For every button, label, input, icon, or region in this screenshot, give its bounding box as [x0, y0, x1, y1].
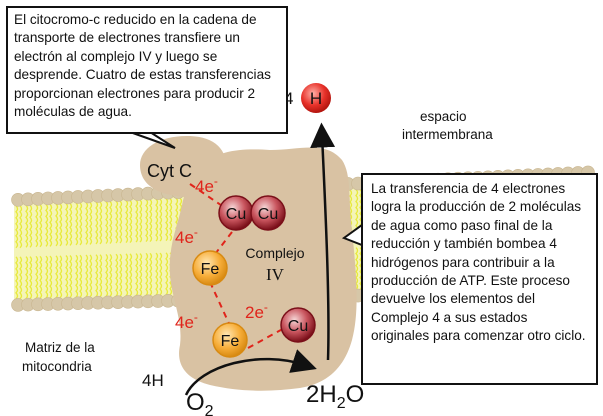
intermembrane-label: espacio	[420, 109, 467, 124]
lipid-tail	[45, 203, 49, 247]
lipid-tail	[45, 255, 49, 299]
lipid-tail	[49, 203, 53, 247]
lipid-tail	[155, 252, 159, 296]
lipid-tail	[59, 203, 63, 247]
lipid-tail	[145, 199, 149, 243]
lipid-tail	[89, 254, 93, 298]
lipid-tail	[355, 247, 359, 291]
lipid-tail	[29, 204, 33, 248]
electron-label: 4e-	[175, 225, 198, 247]
hydrogen-sphere	[301, 83, 331, 113]
lipid-tail	[355, 189, 359, 232]
lipid-tail	[55, 203, 59, 247]
svg-text:Cu: Cu	[288, 318, 308, 335]
lipid-tail	[85, 254, 89, 298]
lipid-tail	[169, 198, 173, 242]
lipid-tail	[139, 253, 143, 297]
lipid-tail	[139, 199, 143, 243]
lipid-tail	[69, 255, 73, 298]
lipid-tail	[85, 201, 89, 245]
lipid-tail	[75, 202, 79, 246]
lipid-tail	[129, 200, 133, 243]
lipid-tail	[125, 200, 129, 243]
lipid-tail	[165, 252, 169, 296]
lipid-tail	[25, 256, 29, 300]
lipid-tail	[109, 253, 113, 297]
lipid-tail	[119, 253, 123, 297]
lipid-tail	[55, 255, 59, 299]
lipid-tail	[25, 204, 29, 248]
oxygen-formula: O2	[186, 389, 214, 416]
cytochrome-c	[140, 135, 227, 198]
hydrogen-symbol: H	[310, 89, 322, 108]
lipid-tail	[115, 200, 119, 244]
lipid-tail	[159, 252, 163, 296]
svg-text:Fe: Fe	[221, 333, 240, 350]
lipid-tail	[95, 201, 99, 245]
hydrogen-count: 4	[284, 89, 293, 108]
lipid-tail	[135, 253, 139, 297]
copper-center-a: Cu	[218, 195, 254, 231]
lipid-tail	[145, 252, 149, 296]
cytc-label: Cyt C	[147, 161, 192, 181]
lipid-tail	[39, 255, 43, 299]
lipid-tail	[15, 256, 19, 300]
lipid-tail	[99, 254, 103, 298]
lipid-tail	[149, 252, 153, 296]
input-hydrogens: 4H	[142, 371, 164, 390]
lipid-tail	[75, 254, 79, 298]
matrix-label: mitocondria	[22, 359, 92, 374]
complex-label-line2: IV	[266, 265, 285, 284]
iron-center-upper: Fe	[192, 250, 228, 286]
lipid-tail	[19, 256, 23, 300]
lipid-tail	[95, 254, 99, 298]
lipid-tail	[65, 255, 69, 298]
water-formula: 2H2O	[306, 381, 364, 412]
lipid-tail	[105, 253, 109, 297]
lipid-tail	[35, 255, 39, 299]
electron-label: 2e-	[245, 300, 268, 322]
lipid-tail	[99, 201, 103, 245]
complex-label-line1: Complejo	[245, 245, 304, 261]
lipid-tail	[69, 202, 73, 246]
electron-label: 4e-	[175, 310, 198, 332]
lipid-tail	[129, 253, 133, 297]
pump-arrow	[310, 122, 336, 361]
lipid-tail	[39, 204, 43, 248]
lipid-tail	[35, 204, 39, 248]
lipid-tail	[105, 201, 109, 244]
lipid-tail	[149, 199, 153, 243]
copper-center-b: Cu	[250, 195, 286, 231]
iron-center-lower: Fe	[212, 322, 248, 358]
lipid-tail	[49, 255, 53, 299]
lipid-tail	[155, 198, 159, 242]
copper-center-lower: Cu	[280, 307, 316, 343]
lipid-tail	[135, 199, 139, 243]
electron-label: 4e-	[195, 174, 218, 196]
reaction-arrow	[184, 349, 317, 396]
lipid-tail	[79, 202, 83, 246]
intermembrane-label: intermembrana	[402, 127, 493, 142]
lipid-tail	[165, 198, 169, 242]
matrix-label: Matriz de la	[25, 340, 95, 355]
lipid-tail	[29, 256, 33, 300]
svg-text:Cu: Cu	[226, 206, 246, 223]
lipid-tail	[119, 200, 123, 244]
svg-text:Cu: Cu	[258, 206, 278, 223]
lipid-tail	[19, 205, 23, 249]
lipid-tail	[125, 253, 129, 297]
lipid-tail	[15, 205, 19, 249]
lipid-tail	[159, 198, 163, 242]
lipid-tail	[89, 201, 93, 245]
lipid-tail	[109, 201, 113, 244]
lipid-tail	[59, 255, 63, 299]
callout-cytochrome-note: El citocromo-c reducido en la cadena de …	[6, 6, 288, 134]
callout-transfer-note: La transferencia de 4 electrones logra l…	[361, 173, 598, 385]
lipid-tail	[79, 254, 83, 298]
lipid-tail	[65, 202, 69, 246]
lipid-tail	[115, 253, 119, 297]
svg-text:Fe: Fe	[201, 261, 220, 278]
